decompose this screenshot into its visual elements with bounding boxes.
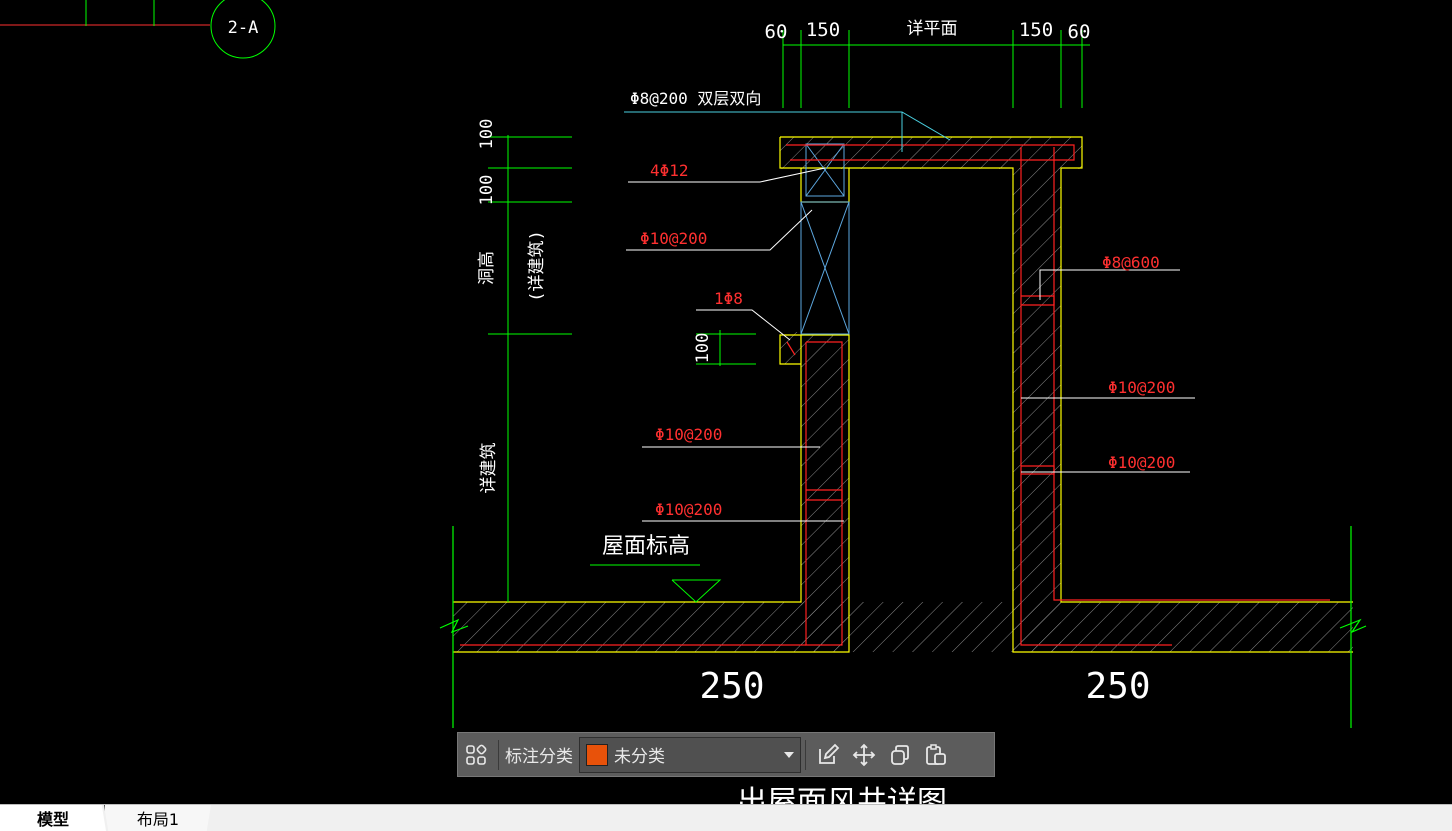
rebar-lines	[460, 144, 1330, 646]
edit-button[interactable]	[810, 737, 846, 773]
dim-left-hole-height: 洞高	[477, 251, 497, 285]
leader-lines	[626, 167, 1195, 522]
label-1phi8: 1Φ8	[714, 289, 743, 308]
tab-layout1[interactable]: 布局1	[104, 805, 211, 831]
copy-icon	[891, 744, 909, 765]
edit-icon	[819, 743, 840, 764]
concrete-section	[453, 137, 1353, 652]
paste-icon	[926, 743, 946, 765]
label-4phi12: 4Φ12	[650, 161, 689, 180]
move-button[interactable]	[846, 737, 882, 773]
label-tie-rebar: Φ8@600	[1102, 253, 1160, 272]
tab-model[interactable]: 模型	[0, 805, 106, 831]
dim-left-100-a: 100	[477, 119, 497, 150]
dim-top-150-right: 150	[1019, 19, 1053, 41]
label-left-wall-rebar-1: Φ10@200	[655, 425, 722, 444]
cad-model-canvas[interactable]: 2-A	[0, 0, 1452, 804]
section-outline	[439, 136, 1367, 728]
axis-tag: 2-A	[228, 18, 259, 38]
layout-tab-bar: 模型 布局1	[0, 804, 1452, 831]
category-dropdown[interactable]: 未分类	[579, 736, 801, 773]
chevron-down-icon	[784, 751, 794, 758]
opening-window	[800, 143, 850, 335]
dim-left-100-b: 100	[477, 175, 497, 206]
axis-grid-marker: 2-A	[0, 0, 276, 59]
drawing-title: 出屋面风井详图	[737, 785, 947, 804]
dim-bottom-right: 250	[1085, 666, 1150, 707]
label-right-wall-rebar-1: Φ10@200	[1108, 378, 1175, 397]
label-left-wall-rebar-2: Φ10@200	[655, 500, 722, 519]
dim-left-see-arch: (详建筑)	[527, 230, 547, 301]
move-icon	[852, 743, 876, 766]
grid-icon	[466, 744, 487, 765]
dim-top-150-left: 150	[806, 19, 840, 41]
label-lintel-stirrup: Φ10@200	[640, 229, 707, 248]
label-slab-rebar: Φ8@200 双层双向	[630, 89, 761, 108]
dim-top-60-left: 60	[765, 21, 788, 43]
label-right-wall-rebar-2: Φ10@200	[1108, 453, 1175, 472]
toolbar-divider	[805, 739, 806, 770]
copy-button[interactable]	[882, 737, 918, 773]
paste-button[interactable]	[918, 737, 954, 773]
categories-grid-button[interactable]	[458, 737, 494, 773]
dim-left-see-arch-2: 详建筑	[479, 443, 499, 494]
toolbar-divider	[498, 739, 499, 770]
dim-sill-100: 100	[693, 333, 713, 364]
slab-leader	[624, 111, 951, 152]
dim-top-see-plan: 详平面	[907, 19, 958, 39]
annotation-toolbar: 标注分类 未分类	[457, 732, 995, 777]
category-label: 标注分类	[505, 747, 573, 767]
dim-top-60-right: 60	[1068, 21, 1091, 43]
dim-bottom-left: 250	[699, 666, 764, 707]
category-color-swatch	[586, 743, 608, 766]
dimension-lines	[488, 30, 1090, 603]
roof-level-label: 屋面标高	[602, 534, 690, 559]
category-value: 未分类	[614, 747, 665, 767]
